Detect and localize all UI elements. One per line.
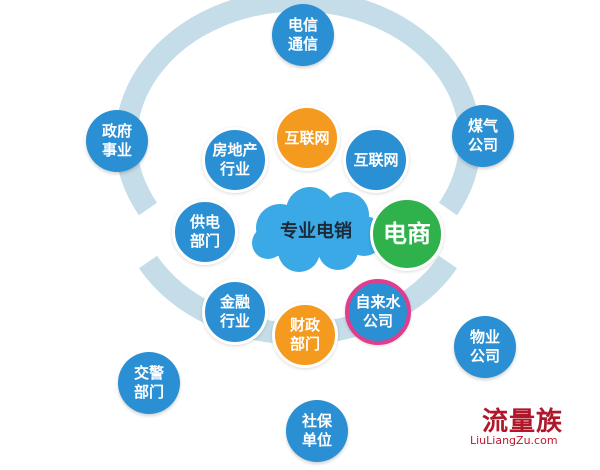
node-ecommerce: 电商 — [370, 197, 444, 271]
node-gas: 煤气 公司 — [452, 105, 514, 167]
watermark-logo: 流量族 — [482, 407, 564, 437]
center-cloud — [252, 187, 384, 272]
node-water: 自来水 公司 — [345, 279, 411, 345]
node-property: 物业 公司 — [454, 316, 516, 378]
node-traffic-police: 交警 部门 — [118, 352, 180, 414]
node-real-estate: 房地产 行业 — [202, 127, 268, 193]
node-finance: 金融 行业 — [202, 279, 268, 345]
watermark-url: LiuLiangZu.com — [470, 434, 558, 447]
node-telecom: 电信 通信 — [272, 4, 334, 66]
center-label: 专业电销 — [280, 221, 352, 242]
node-internet-right: 互联网 — [343, 127, 409, 193]
node-social-security: 社保 单位 — [286, 400, 348, 462]
node-government: 政府 事业 — [86, 110, 148, 172]
node-internet-top: 互联网 — [274, 105, 340, 171]
node-power-supply: 供电 部门 — [172, 199, 238, 265]
node-finance-gov: 财政 部门 — [272, 302, 338, 368]
